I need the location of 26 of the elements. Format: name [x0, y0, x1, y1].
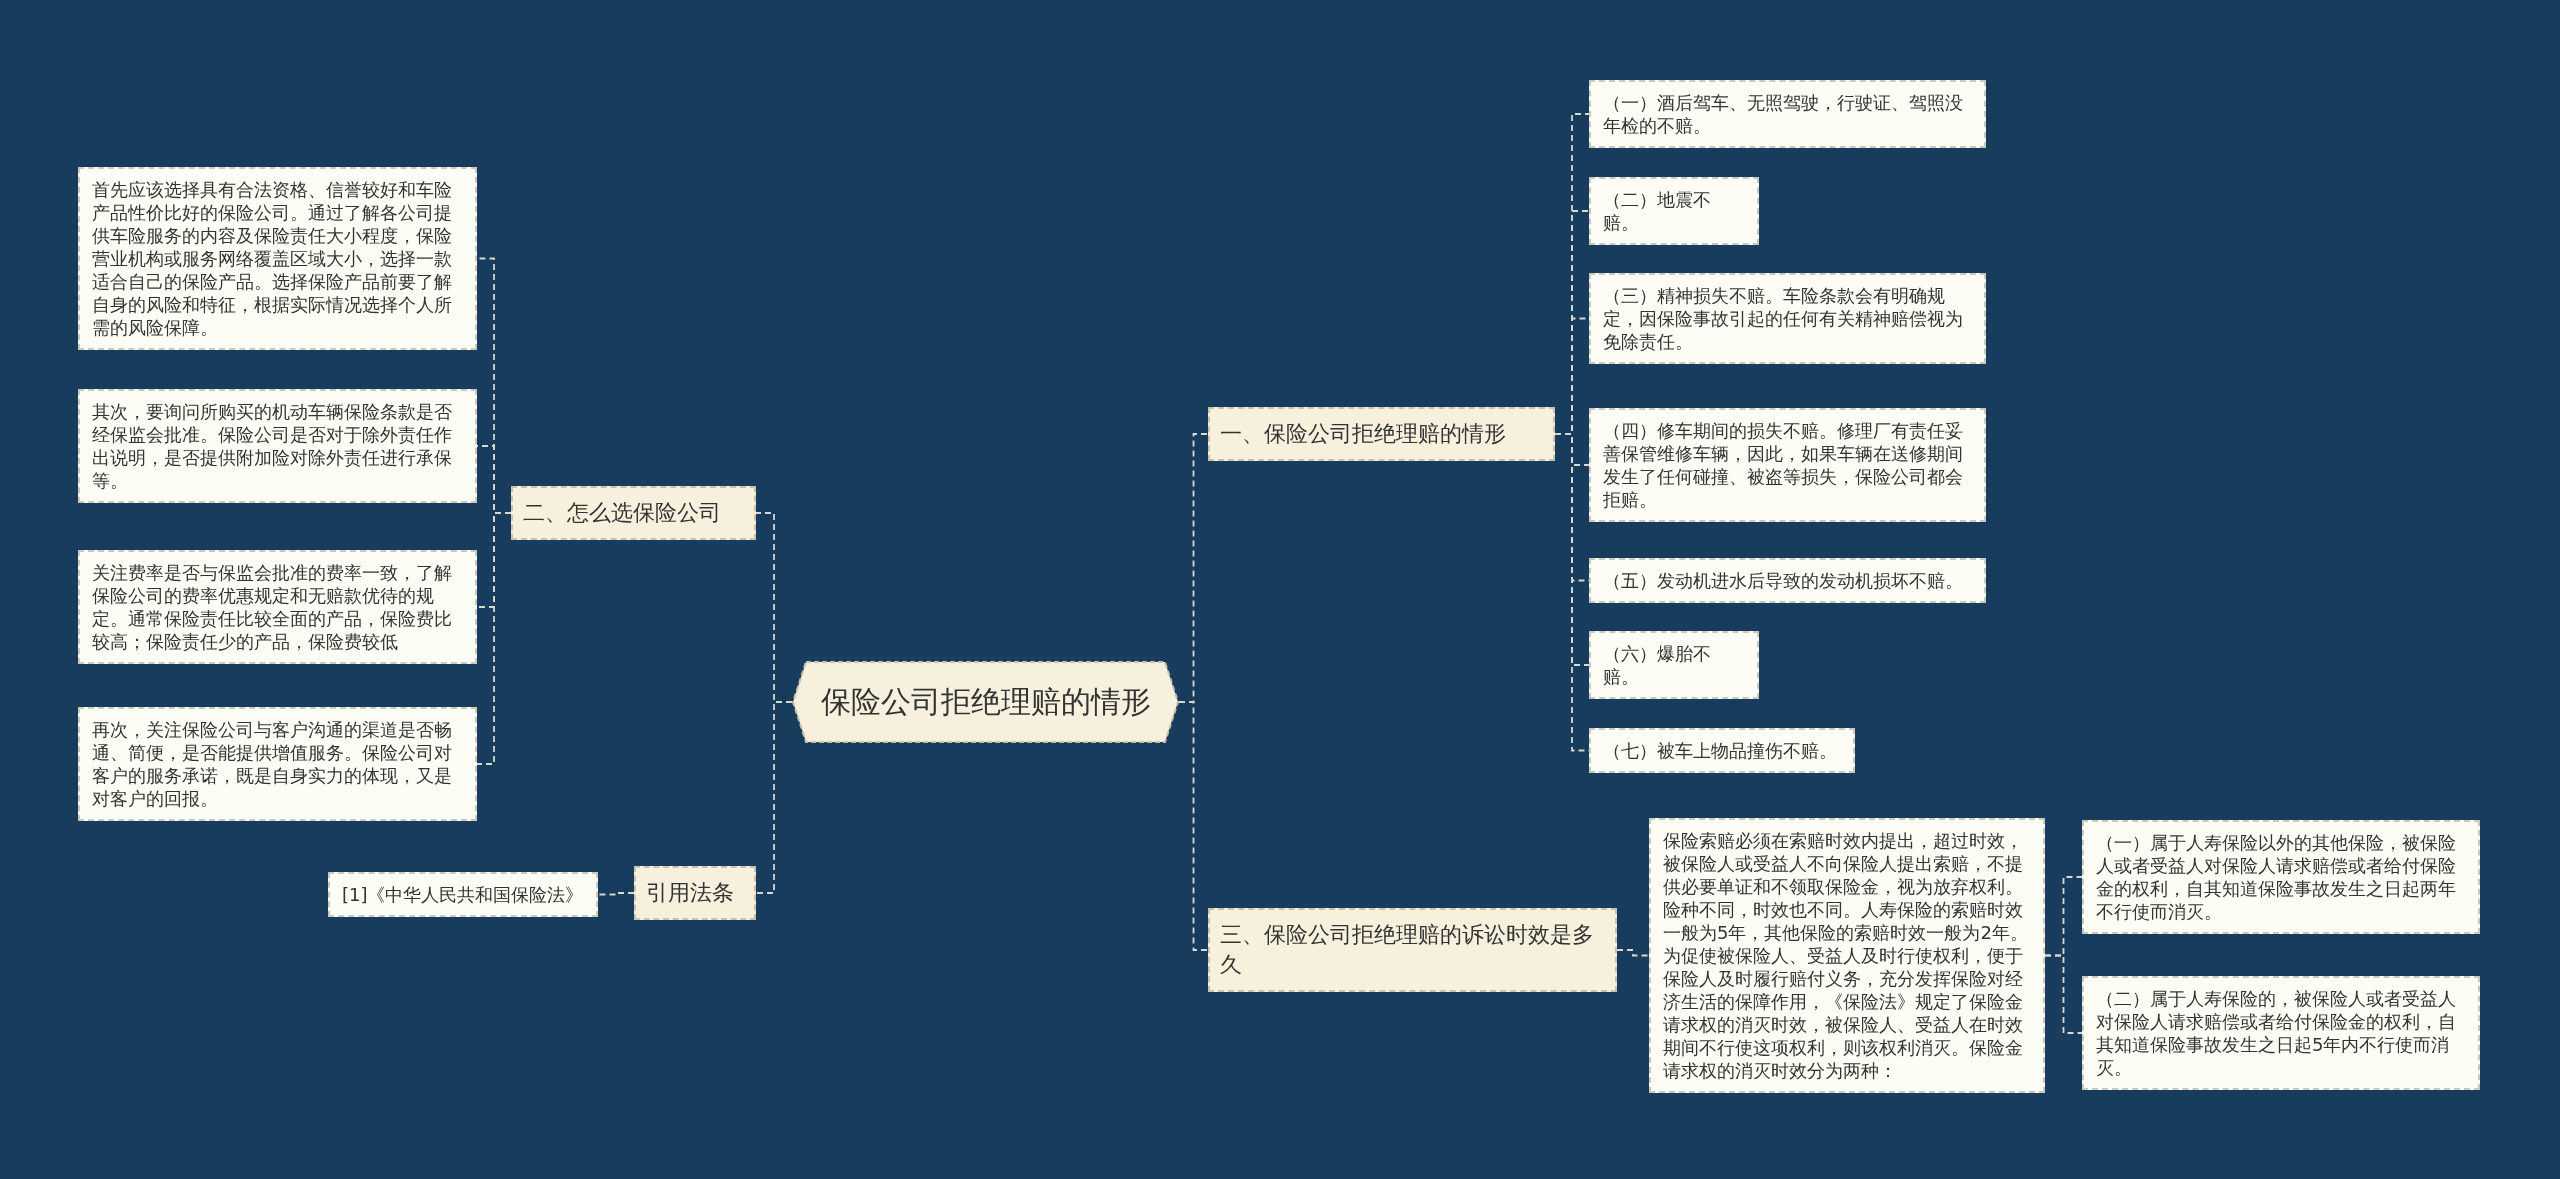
note-box: （六）爆胎不赔。	[1589, 631, 1759, 699]
connector-line	[476, 512, 512, 765]
note-box: 首先应该选择具有合法资格、信誉较好和车险产品性价比好的保险公司。通过了解各公司提供车险服务的内容及保险责任大小程度，保险营业机构或服务网络覆盖区域大小，选择一款适合自己的保险产品。选择保险产品前要了解自身的风险和特征，根据实际情况选择个人所需的风险保障。	[78, 167, 477, 350]
topic-box: 引用法条	[634, 866, 756, 920]
note-box: （四）修车期间的损失不赔。修理厂有责任妥善保管维修车辆，因此，如果车辆在送修期间发生了任何碰撞、被盗等损失，保险公司都会拒赔。	[1589, 408, 1986, 522]
connector-line	[1178, 701, 1209, 951]
connector-line	[755, 701, 793, 894]
connector-line	[2044, 954, 2083, 1034]
connector-line	[597, 892, 635, 896]
note-box: 再次，关注保险公司与客户沟通的渠道是否畅通、简便，是否能提供增值服务。保险公司对客户的服务承诺，既是自身实力的体现，又是对客户的回报。	[78, 707, 477, 821]
topic-box: 一、保险公司拒绝理赔的情形	[1208, 407, 1555, 461]
note-box: （二）地震不赔。	[1589, 177, 1759, 245]
connector-line	[1616, 949, 1650, 957]
note-box: [1]《中华人民共和国保险法》	[328, 872, 598, 917]
central-topic-title: 保险公司拒绝理赔的情形	[820, 684, 1151, 720]
topic-box: 二、怎么选保险公司	[511, 486, 756, 540]
note-box: 关注费率是否与保监会批准的费率一致，了解保险公司的费率优惠规定和无赔款优待的规定。通常保险责任比较全面的产品，保险费比较高；保险责任少的产品，保险费较低	[78, 550, 477, 664]
note-box: （七）被车上物品撞伤不赔。	[1589, 728, 1855, 773]
note-box: （二）属于人寿保险的，被保险人或者受益人对保险人请求赔偿或者给付保险金的权利，自其知道保险事故发生之日起5年内不行使而消灭。	[2082, 976, 2480, 1090]
note-box: （一）酒后驾车、无照驾驶，行驶证、驾照没年检的不赔。	[1589, 80, 1986, 148]
note-box: 其次，要询问所购买的机动车辆保险条款是否经保监会批准。保险公司是否对于除外责任作出说明，是否提供附加险对除外责任进行承保等。	[78, 389, 477, 503]
note-box: 保险索赔必须在索赔时效内提出，超过时效，被保险人或受益人不向保险人提出索赔，不提供必要单证和不领取保险金，视为放弃权利。险种不同，时效也不同。人寿保险的索赔时效一般为5年，其他保险的索赔时效一般为2年。为促使被保险人、受益人及时行使权利，便于保险人及时履行赔付义务，充分发挥保险对经济生活的保障作用，《保险法》规定了保险金请求权的消灭时效，被保险人、受益人在时效期间不行使这项权利，则该权利消灭。保险金请求权的消灭时效分为两种：	[1649, 818, 2045, 1093]
note-box: （三）精神损失不赔。车险条款会有明确规定，因保险事故引起的任何有关精神赔偿视为免除责任。	[1589, 273, 1986, 364]
topic-box: 三、保险公司拒绝理赔的诉讼时效是多久	[1208, 908, 1617, 992]
note-box: （五）发动机进水后导致的发动机损坏不赔。	[1589, 558, 1986, 603]
note-box: （一）属于人寿保险以外的其他保险，被保险人或者受益人对保险人请求赔偿或者给付保险金的权利，自其知道保险事故发生之日起两年不行使而消灭。	[2082, 820, 2480, 934]
